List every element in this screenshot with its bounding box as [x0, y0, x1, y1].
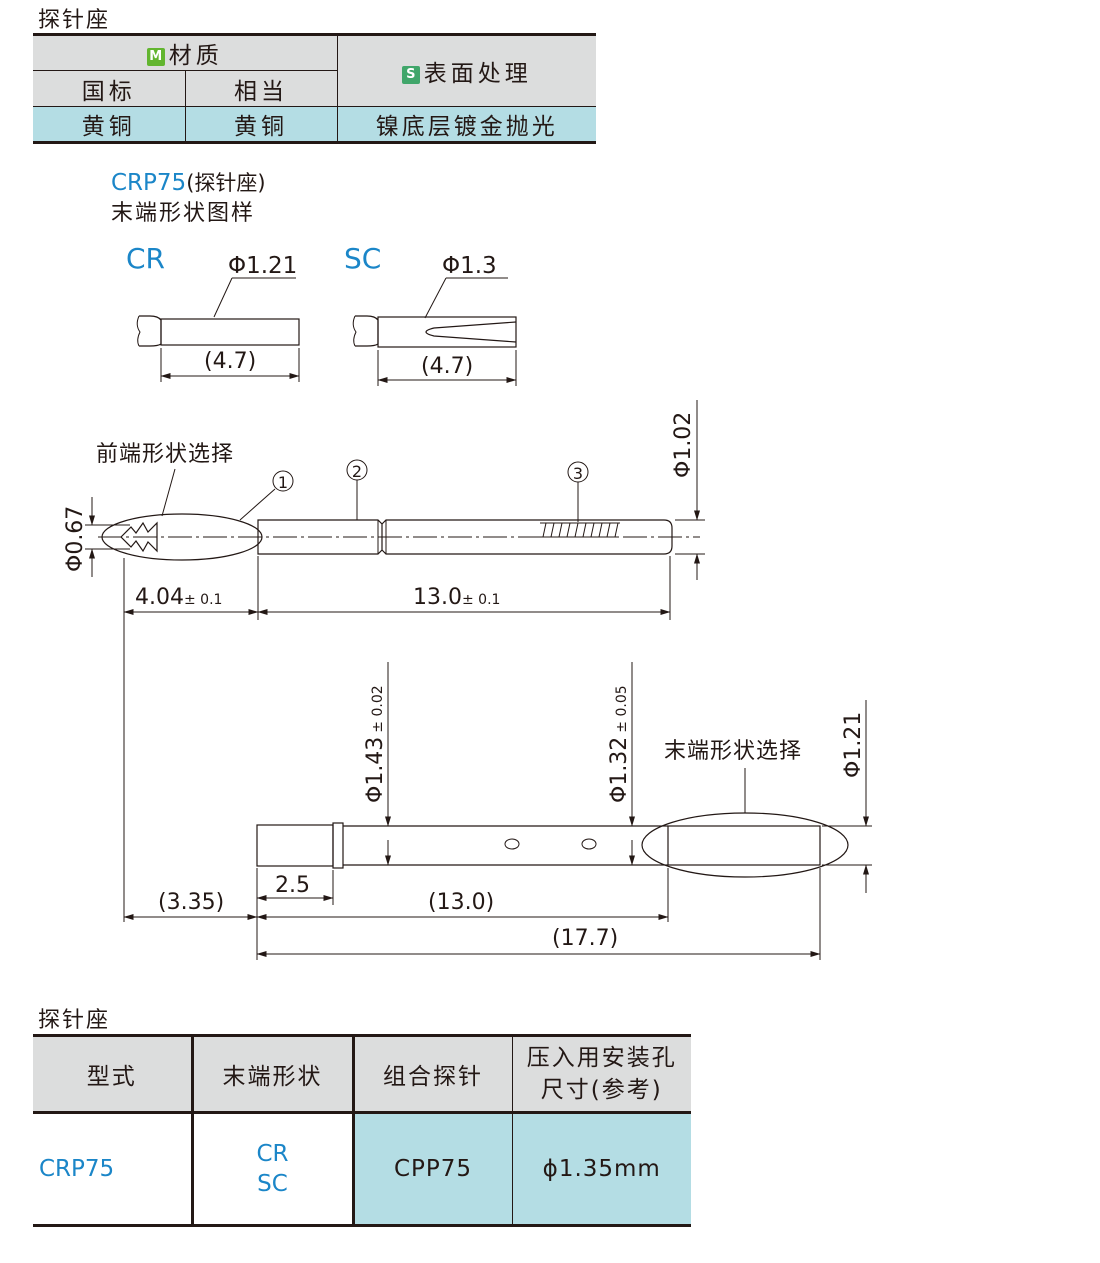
model-title: CRP75(探针座)	[111, 170, 266, 196]
header-hole-line1: 压入用安装孔	[526, 1045, 677, 1071]
sc-end-shape: SC Φ1.3 (4.7)	[344, 242, 517, 386]
sc-len: (4.7)	[421, 354, 473, 379]
dia-143: Φ1.43± 0.02	[363, 685, 388, 803]
section-title-bottom: 探针座	[38, 1008, 111, 1033]
technical-drawing: CRP75(探针座) 末端形状图样 CR Φ1.21 (4.7) SC Φ1.3…	[63, 170, 872, 960]
dim-130: 13.0± 0.1	[413, 585, 500, 610]
dim-177: (17.7)	[552, 926, 618, 951]
dia-132: Φ1.32± 0.05	[607, 685, 632, 803]
section-title-top: 探针座	[38, 8, 111, 33]
callout-2: 2	[352, 462, 362, 481]
cell-probe: CPP75	[353, 1112, 513, 1227]
gb-value: 黄铜	[33, 106, 186, 144]
cell-hole: ϕ1.35mm	[512, 1112, 691, 1227]
callout-1: 1	[278, 473, 288, 492]
col-gb: 国标	[33, 70, 186, 107]
col-equiv: 相当	[185, 70, 338, 107]
surface-value: 镍底层镀金抛光	[337, 106, 596, 144]
dia-121: Φ1.21	[841, 712, 866, 778]
dia-102: Φ1.02	[671, 412, 696, 478]
dim-404: 4.04± 0.1	[135, 585, 222, 610]
dim-335: (3.35)	[158, 890, 224, 915]
cell-end-shapes: CR SC	[192, 1112, 355, 1227]
callout-3: 3	[573, 464, 583, 483]
surface-badge: S	[401, 66, 420, 84]
probe-main-view: 前端形状选择 1 2 3	[63, 400, 705, 922]
surface-header-label: 表面处理	[423, 61, 532, 87]
header-end-shape: 末端形状	[192, 1034, 355, 1114]
dim-25: 2.5	[275, 873, 310, 898]
material-badge: M	[146, 48, 165, 66]
header-model: 型式	[33, 1034, 194, 1114]
sleeve-view: 末端形状选择 Φ1.43± 0.02 Φ1.32± 0.05 Φ1.21 2.5…	[123, 662, 872, 960]
dim-130p: (13.0)	[428, 890, 494, 915]
header-hole-line2: 尺寸(参考)	[540, 1077, 663, 1103]
equiv-value: 黄铜	[185, 106, 338, 144]
end-shape-sc: SC	[257, 1171, 288, 1197]
cr-dia: Φ1.21	[228, 253, 297, 279]
end-shape-title: 末端形状图样	[111, 201, 255, 226]
sc-label: SC	[344, 242, 381, 275]
material-header-label: 材质	[168, 43, 223, 69]
spec-table: 型式 末端形状 组合探针 压入用安装孔 尺寸(参考) CRP75 CR SC C…	[33, 1034, 691, 1227]
cr-end-shape: CR Φ1.21 (4.7)	[126, 242, 300, 382]
cr-label: CR	[126, 242, 165, 275]
dia-067: Φ0.67	[63, 506, 88, 572]
end-shape-cr: CR	[256, 1141, 289, 1167]
sc-dia: Φ1.3	[442, 253, 497, 279]
header-hole: 压入用安装孔 尺寸(参考)	[512, 1034, 691, 1114]
front-select-label: 前端形状选择	[96, 442, 234, 467]
end-select-label: 末端形状选择	[664, 739, 802, 764]
cr-len: (4.7)	[204, 349, 256, 374]
cell-model: CRP75	[33, 1112, 194, 1227]
header-probe: 组合探针	[353, 1034, 513, 1114]
